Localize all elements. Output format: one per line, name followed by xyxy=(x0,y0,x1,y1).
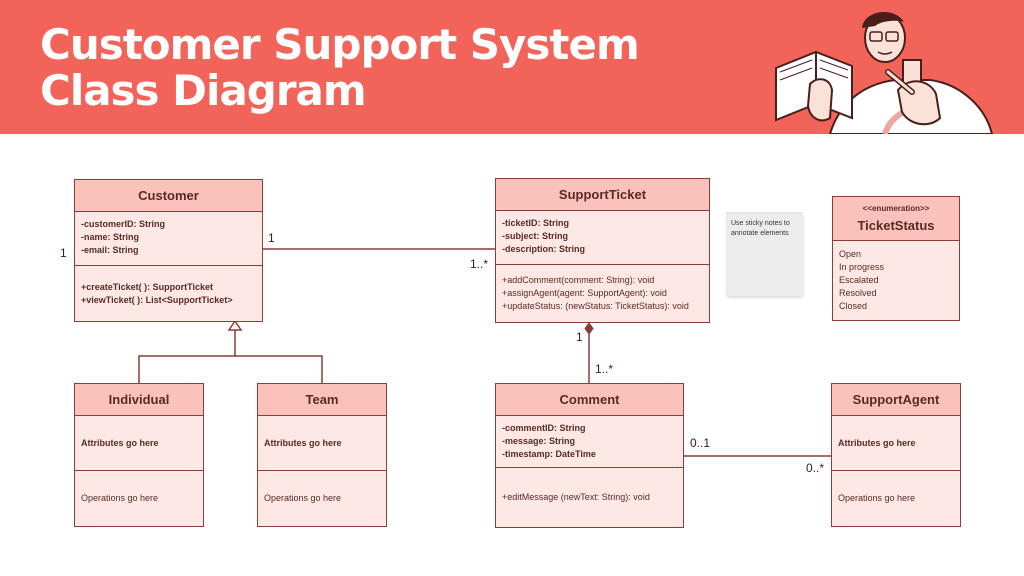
generalization-team xyxy=(235,355,323,383)
operations-section: Operations go here xyxy=(75,471,203,525)
class-name: Comment xyxy=(496,384,683,416)
attribute: -ticketID: String xyxy=(502,218,570,228)
attributes-section: Attributes go here xyxy=(75,416,203,471)
attribute: -subject: String xyxy=(502,231,569,241)
class-name: SupportAgent xyxy=(832,384,960,416)
class-name: Customer xyxy=(75,180,262,212)
operation: +editMessage (newText: String): void xyxy=(502,491,650,502)
operations-section: +addComment(comment: String): void +assi… xyxy=(496,265,709,321)
attribute: Attributes go here xyxy=(81,437,159,448)
operations-section: Operations go here xyxy=(832,471,960,525)
enum-values-section: Open In progress Escalated Resolved Clos… xyxy=(833,241,959,319)
title-line-2: Class Diagram xyxy=(40,66,367,115)
sticky-note[interactable]: Use sticky notes to annotate elements xyxy=(726,212,802,296)
title-line-1: Customer Support System xyxy=(40,20,640,69)
class-comment[interactable]: Comment -commentID: String -message: Str… xyxy=(495,383,684,528)
attributes-section: -commentID: String -message: String -tim… xyxy=(496,416,683,468)
attributes-section: Attributes go here xyxy=(832,416,960,471)
multiplicity-ticket-composition: 1 xyxy=(576,330,583,344)
class-individual[interactable]: Individual Attributes go here Operations… xyxy=(74,383,204,527)
class-name: Individual xyxy=(75,384,203,416)
enum-name: TicketStatus xyxy=(857,218,935,233)
class-team[interactable]: Team Attributes go here Operations go he… xyxy=(257,383,387,527)
enum-value: Closed xyxy=(839,301,868,311)
enum-ticket-status[interactable]: <<enumeration>> TicketStatus Open In pro… xyxy=(832,196,960,321)
stereotype-label: <<enumeration>> xyxy=(862,204,930,213)
operation: +createTicket( ): SupportTicket xyxy=(81,281,213,292)
multiplicity-comment-composition: 1..* xyxy=(595,362,614,376)
composition-diamond xyxy=(584,322,594,335)
multiplicity-comment-agent-end: 0..1 xyxy=(690,436,711,450)
multiplicity-customer-outer: 1 xyxy=(60,246,67,260)
attribute: -customerID: String xyxy=(81,219,166,229)
header-banner: Customer Support System Class Diagram xyxy=(0,0,1024,134)
generalization-individual xyxy=(138,330,236,383)
operation: Operations go here xyxy=(264,492,342,503)
attribute: -commentID: String xyxy=(502,423,586,433)
attribute: Attributes go here xyxy=(264,437,342,448)
class-support-agent[interactable]: SupportAgent Attributes go here Operatio… xyxy=(831,383,961,527)
operations-section: +createTicket( ): SupportTicket +viewTic… xyxy=(75,266,262,321)
attribute: Attributes go here xyxy=(838,437,916,448)
operations-section: +editMessage (newText: String): void xyxy=(496,468,683,526)
attribute: -name: String xyxy=(81,232,140,242)
attribute: -message: String xyxy=(502,436,576,446)
sticky-note-text: Use sticky notes to annotate elements xyxy=(731,220,790,237)
attributes-section: -ticketID: String -subject: String -desc… xyxy=(496,211,709,265)
operation: Operations go here xyxy=(81,492,159,503)
attributes-section: -customerID: String -name: String -email… xyxy=(75,212,262,266)
enum-value: Open xyxy=(839,249,862,259)
operation: +viewTicket( ): List<SupportTicket> xyxy=(81,294,233,305)
multiplicity-agent-end: 0..* xyxy=(806,461,825,475)
class-customer[interactable]: Customer -customerID: String -name: Stri… xyxy=(74,179,263,322)
multiplicity-customer-end: 1 xyxy=(268,231,275,245)
multiplicity-ticket-end: 1..* xyxy=(470,257,489,271)
attributes-section: Attributes go here xyxy=(258,416,386,471)
attribute: -email: String xyxy=(81,245,139,255)
operation: +assignAgent(agent: SupportAgent): void xyxy=(502,287,667,298)
person-reading-book-icon xyxy=(775,11,994,134)
enum-value: Escalated xyxy=(839,275,879,285)
operations-section: Operations go here xyxy=(258,471,386,525)
attribute: -description: String xyxy=(502,244,585,254)
enum-value: In progress xyxy=(839,262,885,272)
attribute: -timestamp: DateTime xyxy=(502,449,596,459)
enum-header: <<enumeration>> TicketStatus xyxy=(833,197,959,241)
operation: +addComment(comment: String): void xyxy=(502,274,655,285)
class-name: Team xyxy=(258,384,386,416)
page-title: Customer Support System Class Diagram xyxy=(40,20,640,115)
enum-value: Resolved xyxy=(839,288,877,298)
class-name: SupportTicket xyxy=(496,179,709,211)
operation: +updateStatus: (newStatus: TicketStatus)… xyxy=(502,300,689,311)
class-support-ticket[interactable]: SupportTicket -ticketID: String -subject… xyxy=(495,178,710,323)
generalization-arrowhead xyxy=(227,319,243,331)
operation: Operations go here xyxy=(838,492,916,503)
